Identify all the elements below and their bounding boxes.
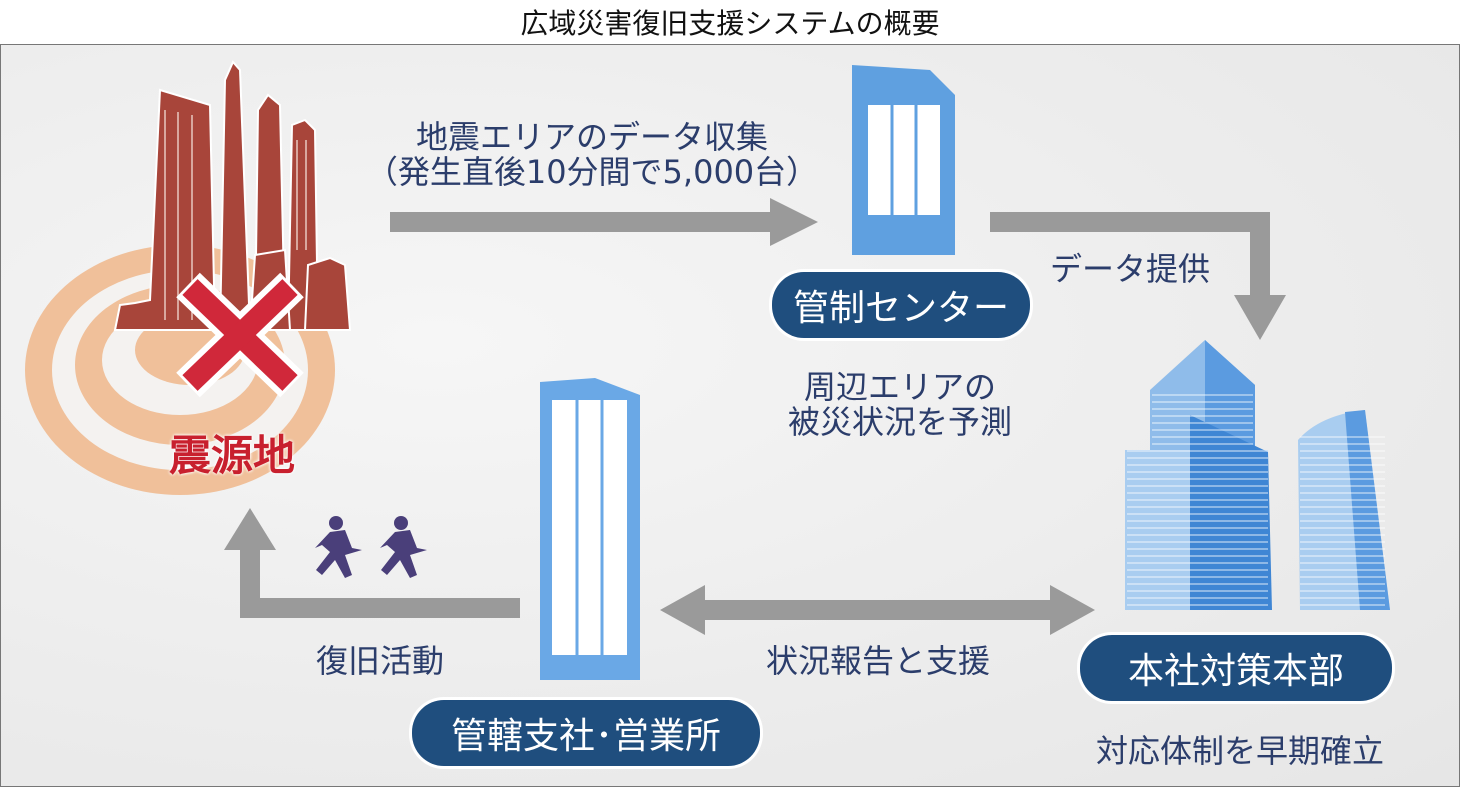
control-center-badge: 管制センター <box>772 272 1030 338</box>
collect-label-line2: （発生直後10分間で5,000台） <box>365 153 819 191</box>
report-support-label: 状況報告と支援 <box>765 642 991 680</box>
arrow-provide <box>990 212 1286 340</box>
damaged-buildings-icon <box>113 60 352 331</box>
runner-icon <box>315 516 427 578</box>
headquarters-buildings-icon <box>1125 340 1390 610</box>
control-center-desc-line2: 被災状況を予測 <box>787 403 1013 441</box>
diagram-title: 広域災害復旧支援システムの概要 <box>520 7 940 40</box>
arrow-collect <box>390 198 818 246</box>
collect-label-line1: 地震エリアのデータ収集 <box>415 118 769 156</box>
arrow-recovery <box>224 508 520 618</box>
control-center-desc-line1: 周辺エリアの <box>803 368 997 406</box>
epicenter-label: 震源地 <box>168 431 296 480</box>
data-provide-label: データ提供 <box>1049 250 1211 288</box>
control-center-building-icon <box>852 65 955 255</box>
arrow-report-bidirectional <box>660 585 1095 635</box>
branch-building-icon <box>540 378 640 680</box>
headquarters-desc: 対応体制を早期確立 <box>1095 732 1385 770</box>
headquarters-badge: 本社対策本部 <box>1080 635 1392 701</box>
branch-office-badge: 管轄支社･営業所 <box>412 700 760 766</box>
recovery-activity-label: 復旧活動 <box>315 642 445 680</box>
x-mark-icon <box>176 272 304 398</box>
